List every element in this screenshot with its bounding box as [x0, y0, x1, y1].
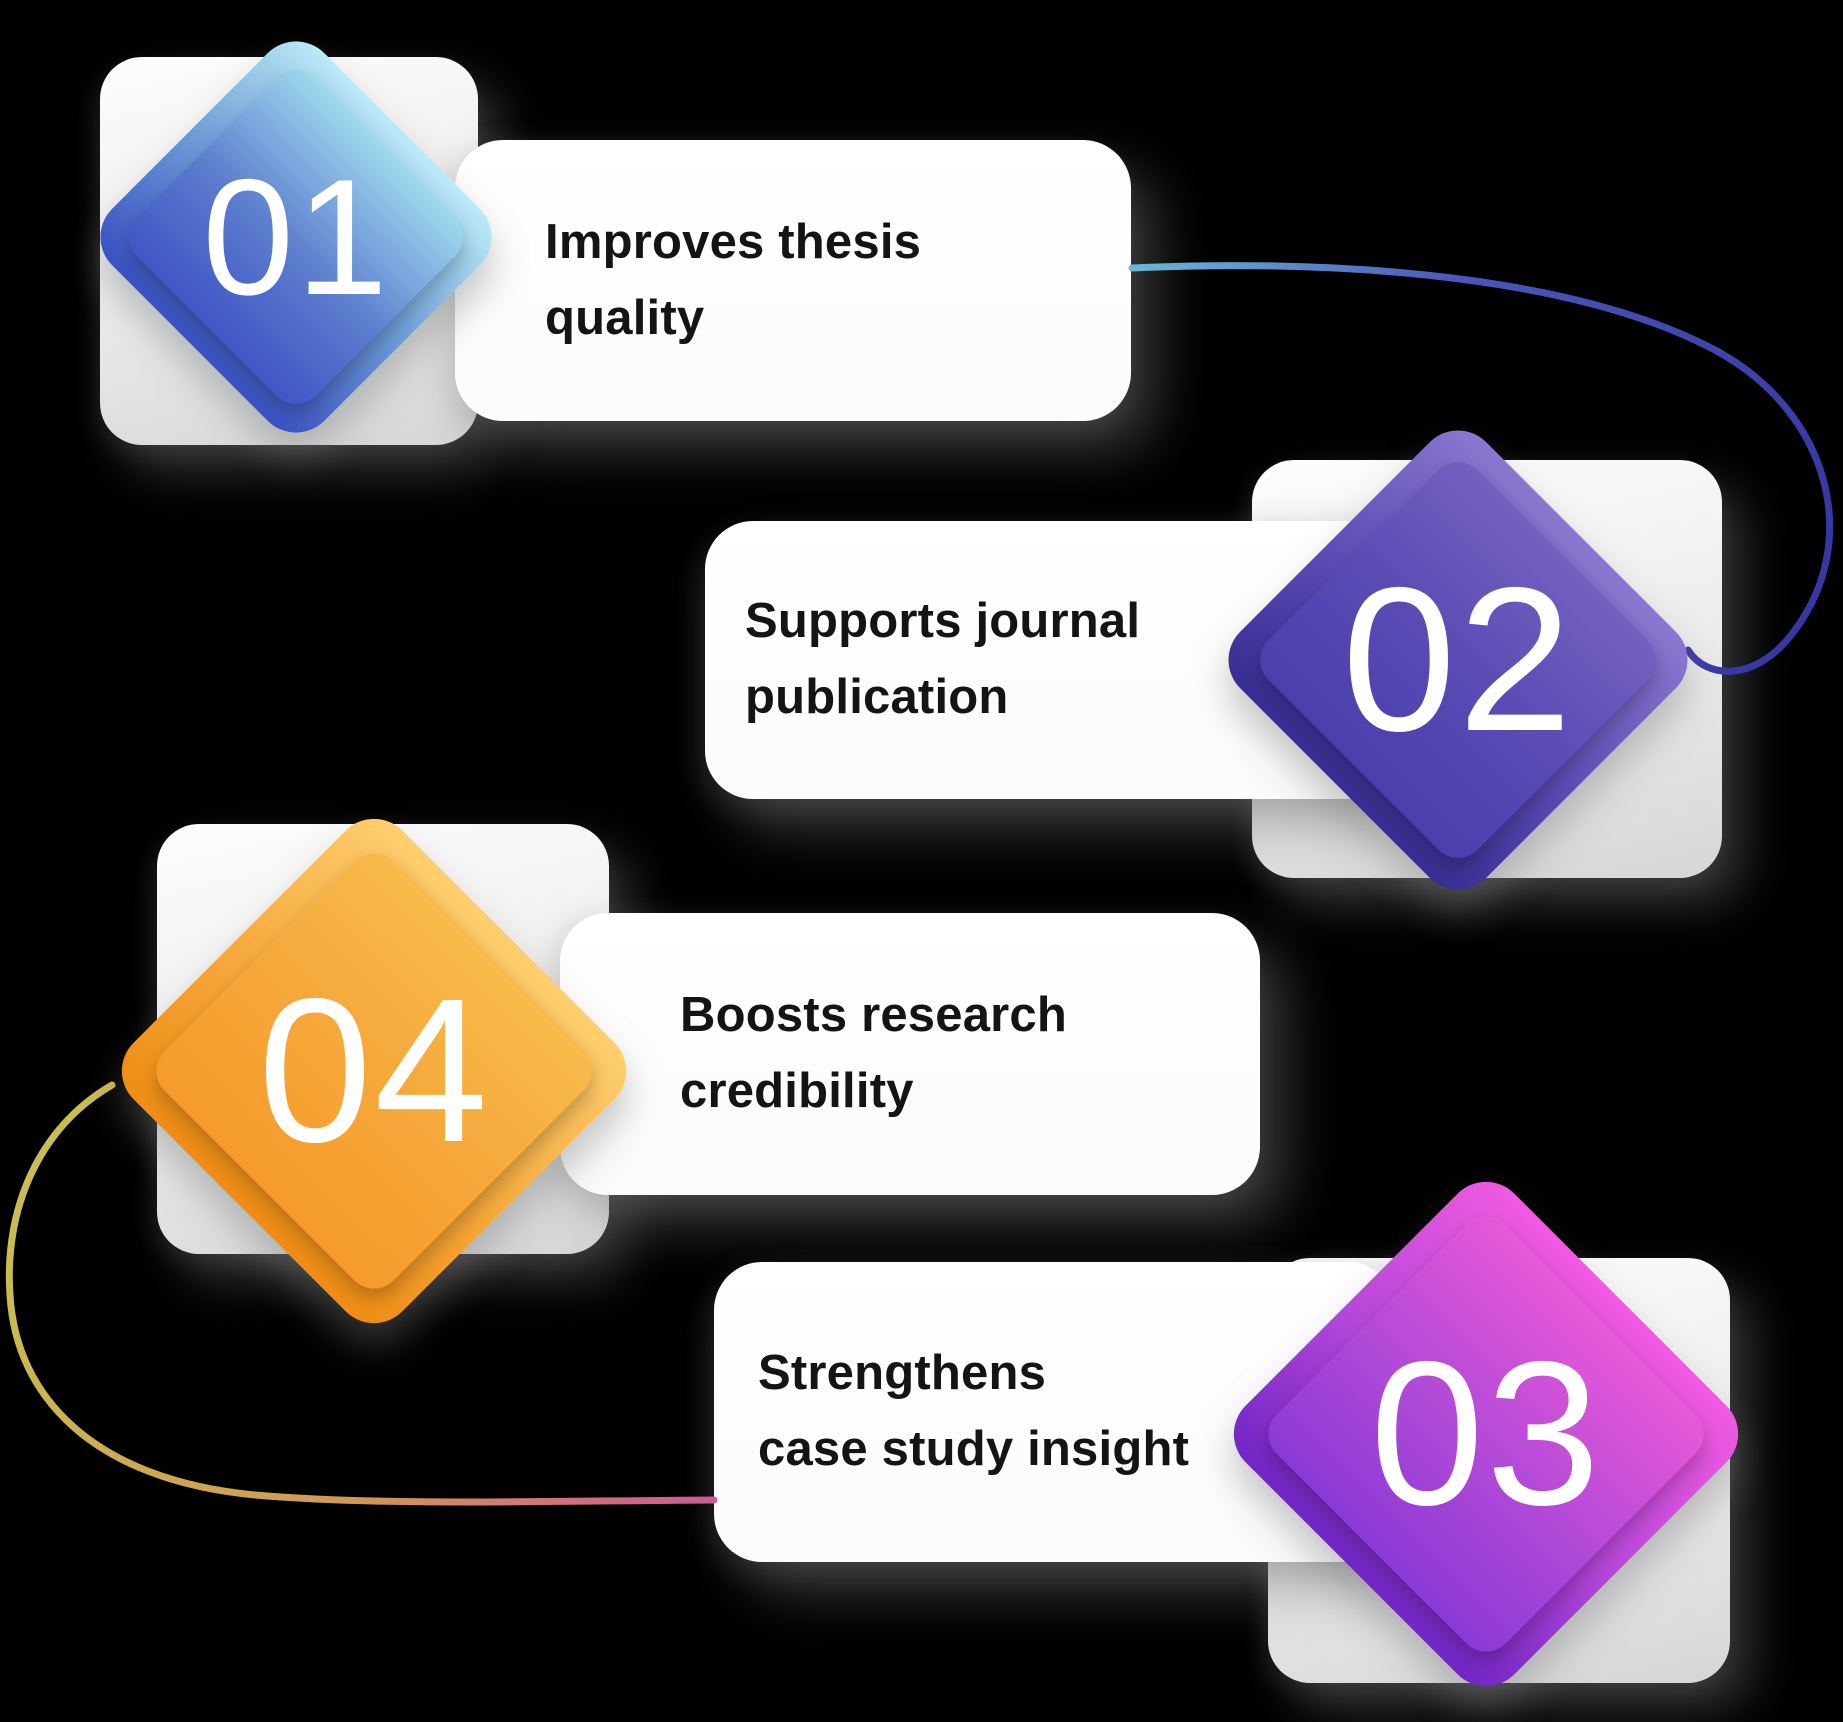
step-02-number: 02	[1341, 545, 1575, 774]
step-03-card: Strengthens case study insight	[714, 1262, 1396, 1562]
step-02-label-line2: publication	[745, 670, 1009, 724]
step-03-diamond: 03	[1217, 1165, 1755, 1703]
step-03-number: 03	[1369, 1319, 1603, 1548]
step-01-number: 01	[202, 144, 390, 329]
step-01-card: Improves thesis quality	[455, 140, 1131, 421]
connector-01-to-02	[1128, 262, 1834, 675]
step-02-diamond: 02	[1211, 413, 1705, 907]
step-04-number: 04	[257, 956, 491, 1185]
step-04-label-line1: Boosts research	[680, 988, 1068, 1043]
step-03-label-line1: Strengthens	[758, 1346, 1047, 1401]
step-04-card: Boosts research credibility	[560, 913, 1260, 1195]
step-02-label-line1: Supports journal	[745, 594, 1141, 649]
step-01-diamond: 01	[83, 24, 509, 450]
step-01-label-line2: quality	[545, 290, 705, 345]
step-04-label-line2: credibility	[680, 1064, 914, 1118]
step-04-diamond: 04	[105, 802, 643, 1340]
connector-04-to-03	[5, 1081, 718, 1506]
step-03-label-line2: case study insight	[758, 1422, 1190, 1476]
step-01-label-line1: Improves thesis	[545, 214, 922, 269]
